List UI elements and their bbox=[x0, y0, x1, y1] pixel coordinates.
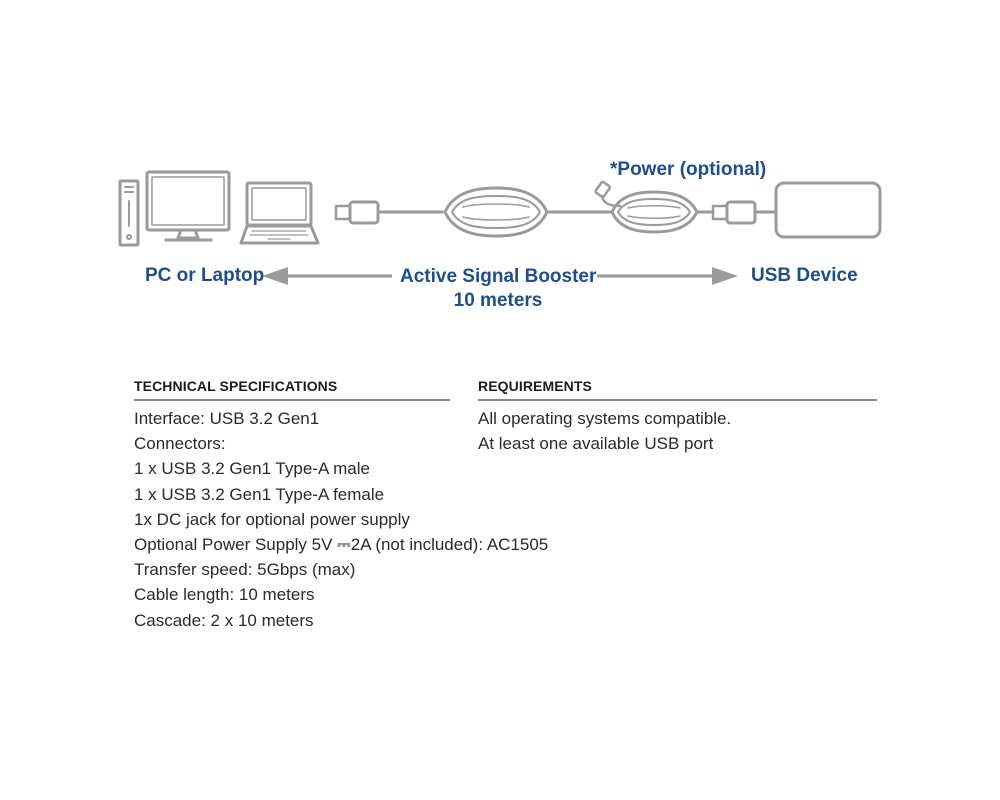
technical-specifications-heading: TECHNICAL SPECIFICATIONS bbox=[134, 378, 450, 401]
spec-item: 1 x USB 3.2 Gen1 Type-A female bbox=[134, 484, 385, 504]
spec-list: Interface: USB 3.2 Gen1 Connectors: 1 x … bbox=[134, 406, 549, 633]
booster-name: Active Signal Booster bbox=[400, 266, 597, 287]
usb-plug-icon bbox=[334, 200, 380, 225]
requirements-heading: REQUIREMENTS bbox=[478, 378, 877, 401]
pc-or-laptop-label: PC or Laptop bbox=[145, 265, 265, 286]
laptop-icon bbox=[239, 181, 320, 245]
monitor-icon bbox=[145, 170, 231, 242]
dc-power-plug-icon bbox=[594, 180, 622, 208]
active-signal-booster-label: Active Signal Booster 10 meters bbox=[400, 265, 596, 313]
usb-plug-icon bbox=[711, 200, 757, 225]
spec-item: 1x DC jack for optional power supply bbox=[134, 509, 410, 529]
spec-item: Connectors: bbox=[134, 434, 226, 454]
spec-item: Optional Power Supply 5V ⎓2A (not includ… bbox=[134, 535, 549, 555]
usb-device-label: USB Device bbox=[751, 265, 858, 286]
requirements-section: REQUIREMENTS All operating systems compa… bbox=[478, 378, 877, 456]
arrow-right-icon bbox=[597, 267, 738, 285]
spec-item: Transfer speed: 5Gbps (max) bbox=[134, 560, 356, 580]
technical-specifications-section: TECHNICAL SPECIFICATIONS Interface: USB … bbox=[134, 378, 549, 633]
spec-item: 1 x USB 3.2 Gen1 Type-A male bbox=[134, 459, 370, 479]
signal-booster-icon bbox=[443, 186, 549, 238]
requirement-item: At least one available USB port bbox=[478, 434, 714, 454]
arrow-left-icon bbox=[262, 267, 392, 285]
desktop-tower-icon bbox=[118, 179, 140, 247]
usb-device-icon bbox=[774, 181, 882, 239]
requirements-list: All operating systems compatible. At lea… bbox=[478, 406, 877, 456]
signal-booster-icon bbox=[610, 190, 699, 234]
spec-item: Cascade: 2 x 10 meters bbox=[134, 610, 314, 630]
booster-length: 10 meters bbox=[453, 290, 543, 311]
power-optional-label: *Power (optional) bbox=[610, 159, 767, 180]
requirement-item: All operating systems compatible. bbox=[478, 409, 732, 428]
spec-item: Cable length: 10 meters bbox=[134, 585, 315, 605]
spec-item: Interface: USB 3.2 Gen1 bbox=[134, 409, 320, 428]
